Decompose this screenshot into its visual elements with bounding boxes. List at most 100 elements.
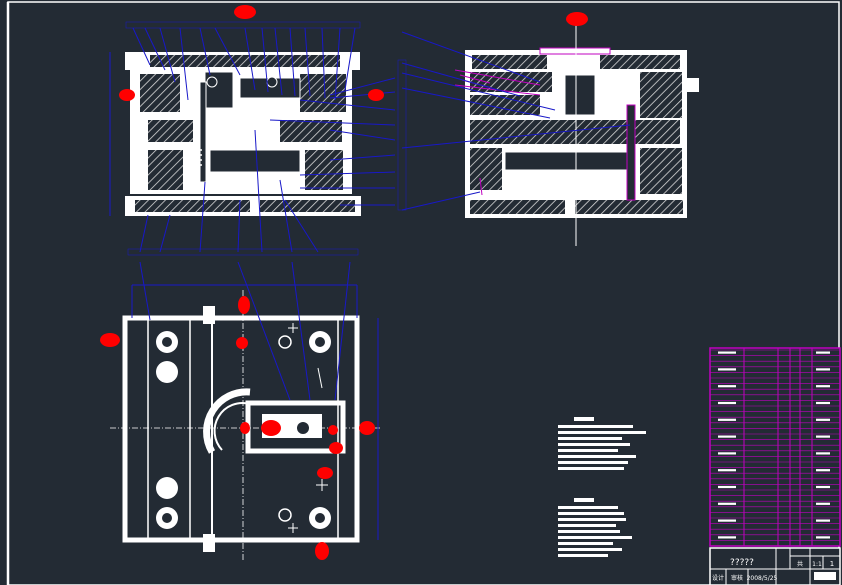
table-cell-mark	[718, 435, 736, 438]
leader-line	[329, 77, 396, 96]
label-row-bottom	[127, 248, 359, 256]
approver-label: 审核	[731, 574, 743, 582]
parts-list-frame	[709, 347, 841, 547]
red-marker	[328, 425, 338, 435]
table-cell-mark	[816, 418, 830, 421]
leader-line	[334, 261, 351, 401]
label-stack	[397, 59, 407, 211]
note-line	[558, 461, 628, 464]
slider-hole	[297, 422, 309, 434]
leader-line	[334, 27, 341, 101]
table-cell-mark	[718, 485, 736, 489]
note-line	[558, 542, 613, 545]
red-marker	[359, 421, 375, 435]
leader-line	[261, 27, 269, 93]
part-number-labels	[125, 21, 407, 256]
note-line	[558, 536, 632, 539]
slider-core	[564, 74, 596, 116]
support-hatch-right	[305, 150, 343, 190]
plan-outline	[122, 315, 360, 543]
note-line	[558, 524, 616, 527]
side-hatch	[472, 55, 547, 69]
plan-view	[110, 261, 380, 560]
side-hatch	[470, 120, 680, 144]
table-cell-mark	[718, 418, 736, 421]
table-cell-mark	[816, 368, 830, 371]
lifting-lug	[203, 534, 215, 552]
table-cell-mark	[816, 351, 830, 354]
notes-heading	[574, 417, 594, 421]
table-cell-mark	[816, 401, 830, 405]
note-line	[558, 425, 633, 428]
return-spring	[192, 149, 202, 166]
note-line	[558, 449, 618, 452]
locating-ring	[539, 47, 611, 55]
guide-bore	[162, 337, 172, 347]
red-marker	[240, 422, 250, 434]
table-cell-mark	[718, 469, 736, 472]
side-hatch	[640, 148, 682, 194]
parts-list-rows	[710, 349, 840, 541]
note-line	[558, 512, 624, 515]
screw-hole	[278, 335, 292, 349]
leader-line	[214, 27, 241, 76]
guide-pillar	[199, 81, 207, 183]
table-cell-mark	[718, 519, 736, 522]
red-markers	[100, 5, 588, 560]
leader-line	[139, 261, 151, 321]
note-line	[558, 530, 620, 533]
red-marker	[315, 542, 329, 560]
red-marker	[368, 89, 384, 101]
leader-line	[321, 27, 326, 99]
cross-mark	[317, 367, 323, 389]
leader-line	[237, 261, 291, 401]
leader-line	[139, 214, 149, 253]
guide-bore	[162, 513, 172, 523]
leader-line	[329, 129, 396, 141]
notes-heading	[574, 498, 594, 502]
guide-bushing	[156, 361, 178, 383]
leader-line	[401, 191, 481, 211]
leader-line	[401, 62, 521, 97]
table-cell-mark	[816, 435, 830, 438]
drawing-scale: 1:1	[812, 561, 822, 568]
leader-line	[244, 27, 256, 91]
screw-hole	[278, 508, 292, 522]
support-hatch-left	[148, 150, 183, 190]
side-hatch	[640, 72, 682, 118]
table-cell-mark	[816, 385, 830, 388]
side-hatch	[470, 72, 552, 92]
guide-bushing	[156, 477, 178, 499]
drawing-date: 2008/5/25	[747, 575, 778, 582]
note-line	[558, 437, 622, 440]
leader-line	[159, 214, 171, 253]
leader-line	[401, 124, 631, 149]
side-hatch	[470, 148, 502, 190]
cavity-hatch-left	[140, 74, 180, 112]
company-block	[814, 572, 836, 580]
red-marker	[119, 89, 135, 101]
lifting-lug	[203, 306, 215, 324]
table-cell-mark	[718, 502, 736, 505]
table-cell-mark	[718, 536, 736, 539]
leader-line	[279, 179, 293, 253]
leader-line	[401, 72, 556, 111]
side-pin	[479, 177, 483, 196]
red-marker	[261, 420, 281, 436]
table-cell-mark	[816, 469, 830, 472]
front-section-view	[109, 52, 361, 216]
red-marker	[100, 333, 120, 347]
ejector-space	[209, 149, 301, 173]
bottom-hatch-right	[260, 200, 355, 212]
side-hatch	[470, 200, 565, 214]
parts-list-table	[709, 347, 841, 547]
side-section-view	[454, 20, 699, 246]
note-line	[558, 443, 630, 446]
leader-line	[199, 27, 211, 76]
table-cell-mark	[718, 351, 736, 354]
side-hatch	[470, 95, 540, 115]
table-cell-mark	[718, 368, 736, 371]
side-leader-lines	[401, 31, 631, 211]
